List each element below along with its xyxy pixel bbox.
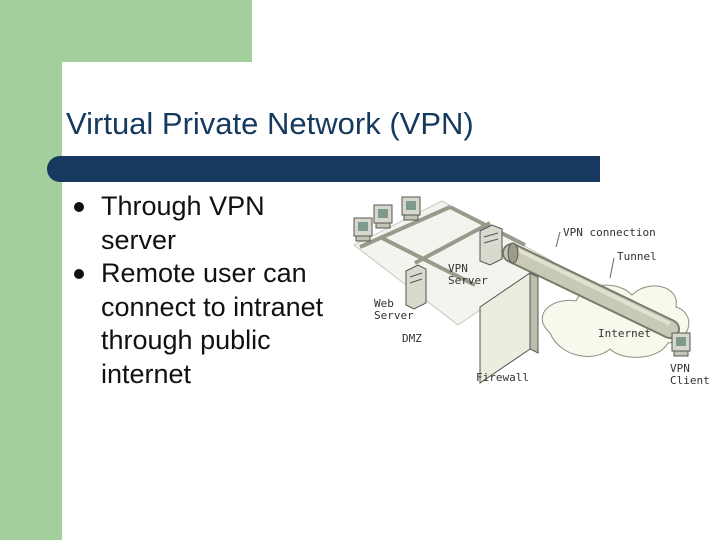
- vpn-server-label-line1: VPN: [448, 262, 468, 275]
- computer-icon: [353, 217, 373, 242]
- internet-label: Internet: [598, 327, 651, 340]
- bullet-dot-icon: [74, 269, 84, 280]
- dmz-label: DMZ: [402, 332, 422, 345]
- slide-title: Virtual Private Network (VPN): [66, 106, 474, 141]
- internet-cloud: [541, 284, 690, 358]
- web-server-label-line1: Web: [374, 297, 394, 310]
- bullet-text: Remote user can connect to intranet thro…: [101, 258, 324, 389]
- bullet-list: Through VPN server Remote user can conne…: [74, 190, 344, 392]
- vpn-client-computer-icon: [671, 332, 691, 357]
- firewall-label: Firewall: [476, 371, 529, 384]
- tunnel-label: Tunnel: [617, 250, 657, 263]
- computer-icon: [401, 196, 421, 221]
- vpn-connection-leader-line: [555, 231, 561, 248]
- tunnel-pipe: [502, 242, 680, 339]
- bullet-dot-icon: [74, 202, 84, 212]
- vpn-client-label-line2: Client: [670, 374, 710, 387]
- network-lines: [359, 205, 526, 287]
- vpn-server-label-line2: Server: [448, 274, 488, 287]
- web-server-label-line2: Server: [374, 309, 414, 322]
- green-stripe-left: [0, 0, 62, 540]
- bullet-item: Remote user can connect to intranet thro…: [74, 257, 344, 391]
- bullet-text: Through VPN server: [101, 191, 265, 255]
- web-server-icon: [405, 264, 427, 310]
- tunnel-leader-line: [609, 257, 615, 279]
- vpn-connection-label: VPN connection: [563, 226, 656, 239]
- vpn-client-label-line1: VPN: [670, 362, 690, 375]
- title-underline-bar: [47, 156, 600, 182]
- firewall-icon: [479, 272, 539, 384]
- computer-icon: [373, 204, 393, 229]
- vpn-server-icon: [479, 224, 503, 266]
- bullet-item: Through VPN server: [74, 190, 344, 257]
- vpn-network-diagram: Web Server DMZ VPN Server Firewall VPN C…: [353, 196, 710, 387]
